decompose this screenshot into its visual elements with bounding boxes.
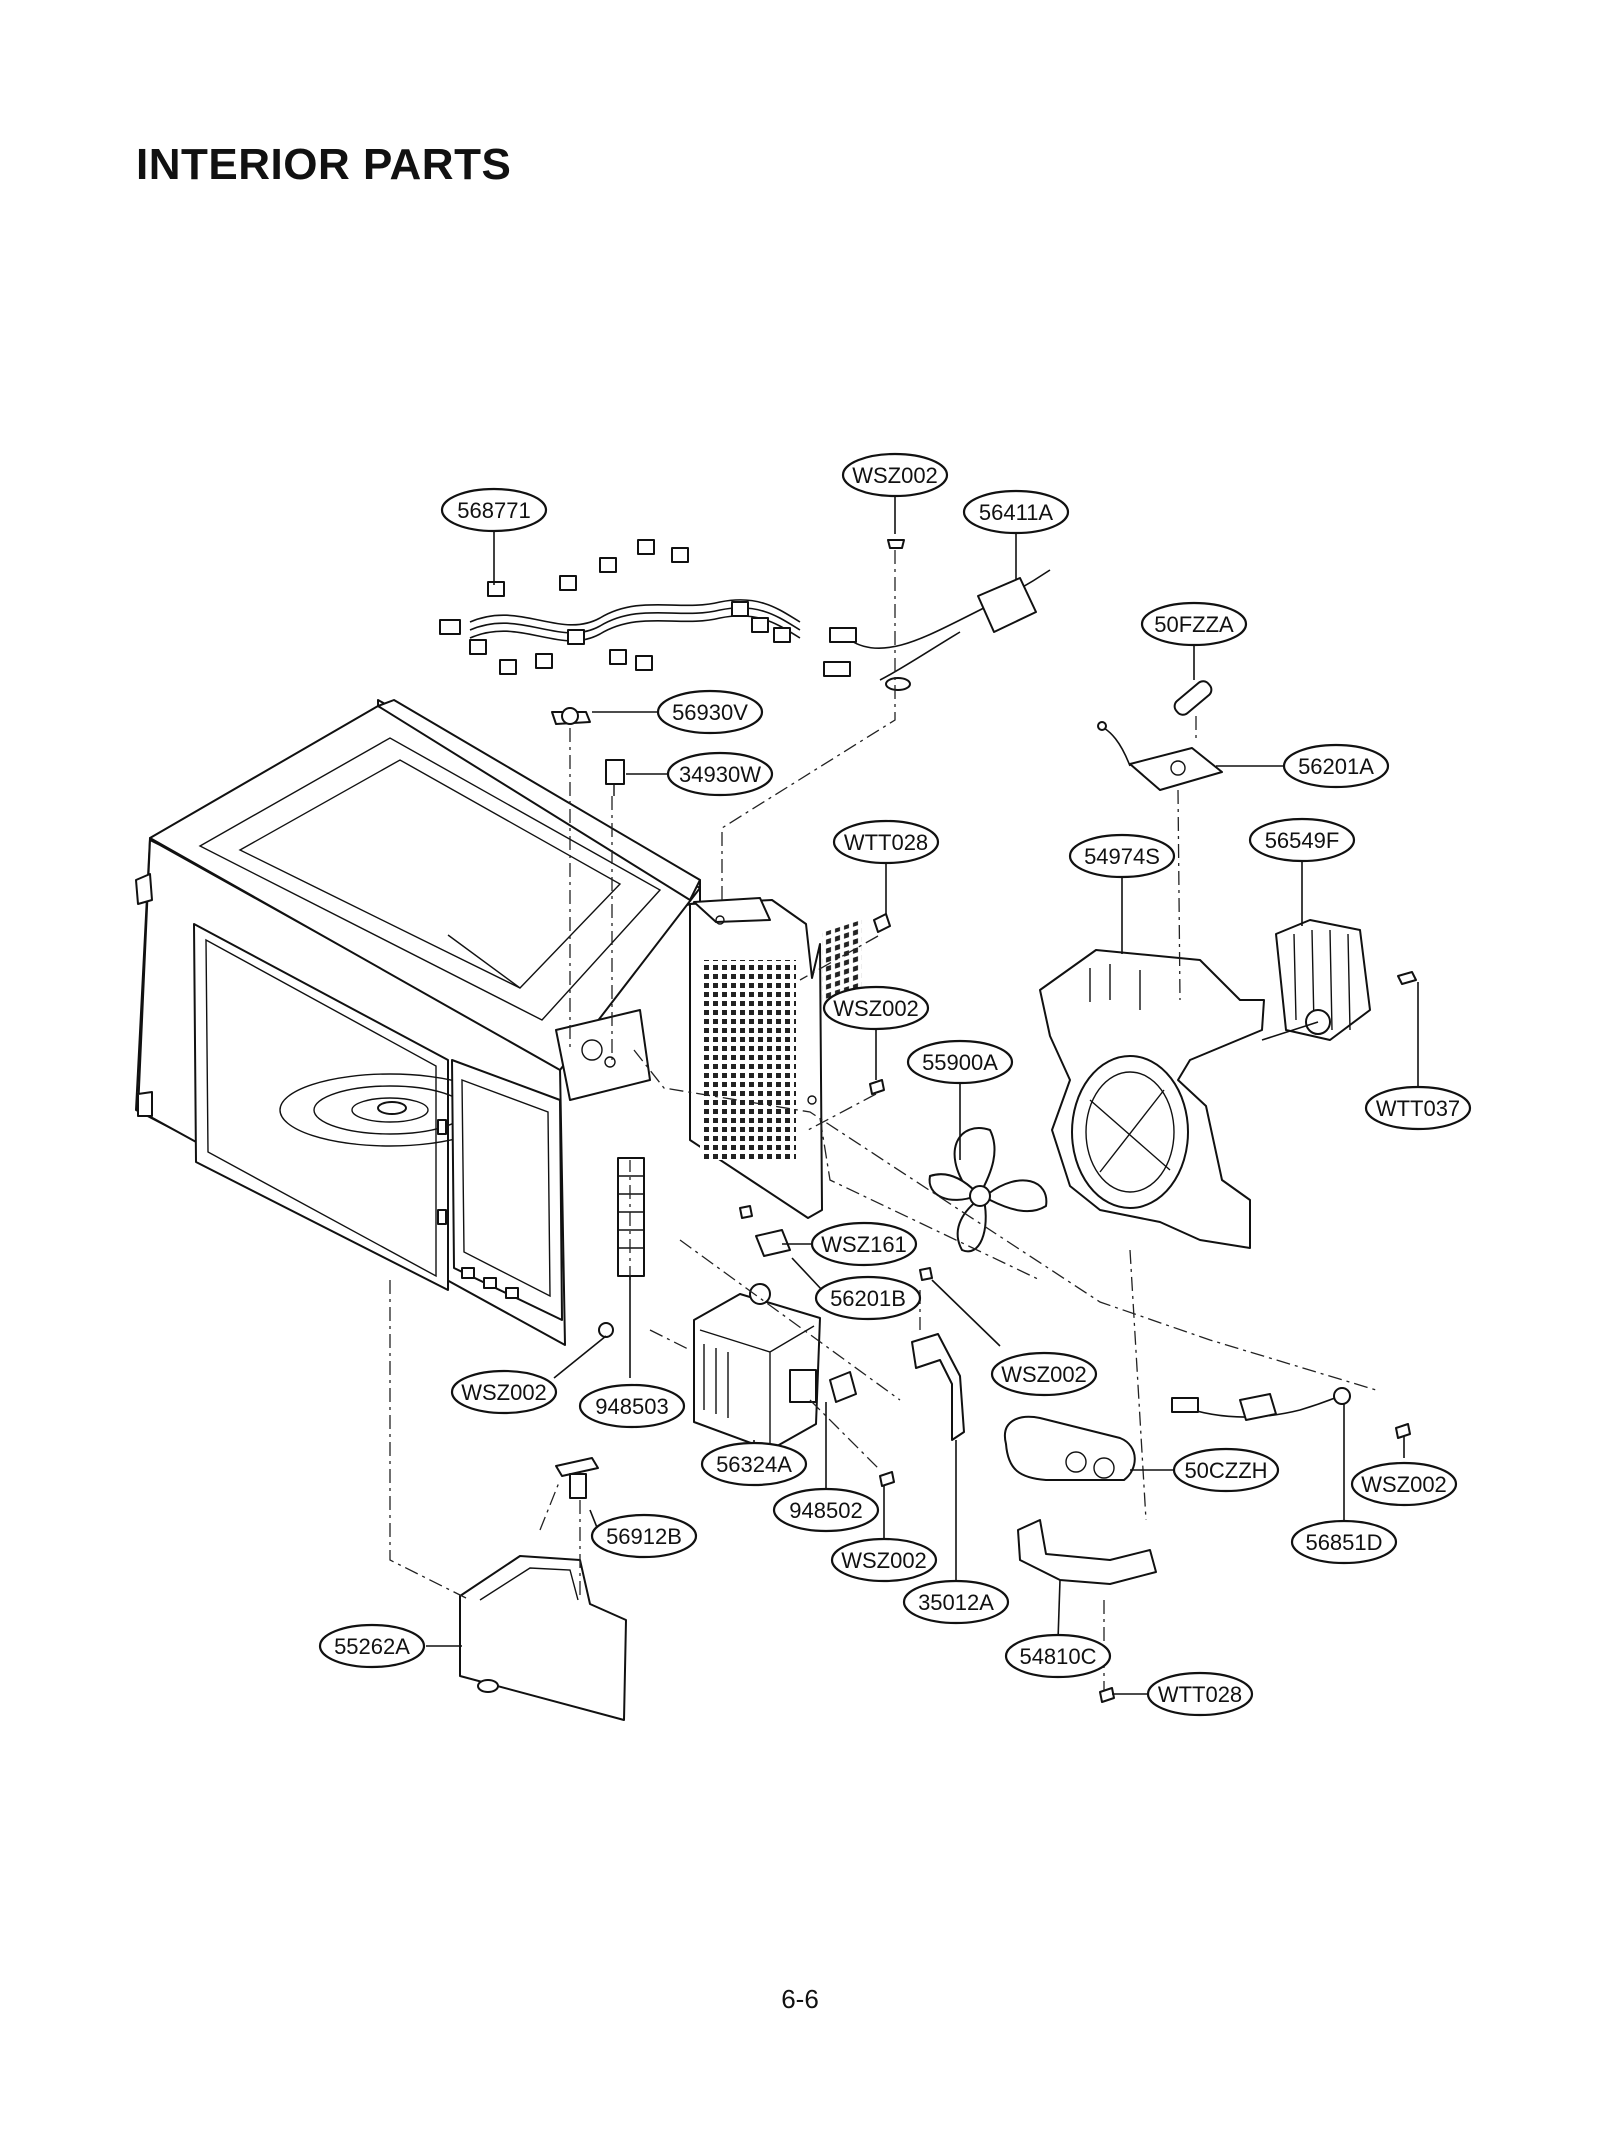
power-cord: [823, 569, 1051, 691]
callout-label: WTT028: [1158, 1682, 1242, 1707]
callout-948502: 948502: [772, 1487, 880, 1533]
fuse-34930W: [605, 759, 625, 796]
callout-56912B: 56912B: [590, 1513, 698, 1559]
callout-label: 56324A: [716, 1452, 792, 1477]
callout-label: WSZ161: [821, 1232, 907, 1257]
callout-WSZ002-far-right: WSZ002: [1350, 1461, 1458, 1507]
fan-motor: [1261, 919, 1417, 1041]
callout-label: WTT028: [844, 830, 928, 855]
callout-54810C: 54810C: [1004, 1633, 1112, 1679]
callout-WSZ002-mid: WSZ002: [822, 985, 930, 1031]
callout-label: 55262A: [334, 1634, 410, 1659]
capacitor-bracket: [1017, 1519, 1157, 1585]
callout-56930V: 56930V: [656, 689, 764, 735]
fuse-50FZZA: [1173, 680, 1213, 716]
screws: [739, 539, 1411, 1703]
callout-label: 50FZZA: [1154, 612, 1234, 637]
callout-label: WSZ002: [841, 1548, 927, 1573]
callout-label: WSZ002: [461, 1380, 547, 1405]
callout-56851D: 56851D: [1290, 1519, 1398, 1565]
callout-label: WSZ002: [1361, 1472, 1447, 1497]
callout-WSZ002-top: WSZ002: [841, 452, 949, 498]
hv-transformer: [459, 1555, 627, 1721]
callout-55262A: 55262A: [318, 1623, 426, 1669]
back-vent-panel: [689, 897, 823, 1219]
hv-diode: [1171, 1387, 1351, 1421]
callout-label: 568771: [457, 498, 530, 523]
callout-WTT028-upper: WTT028: [832, 819, 940, 865]
callout-35012A: 35012A: [902, 1579, 1010, 1625]
callout-WTT028-bottom: WTT028: [1146, 1671, 1254, 1717]
page-number: 6-6: [781, 1984, 819, 2014]
callout-WTT037: WTT037: [1364, 1085, 1472, 1131]
assembly-lines: [389, 550, 1377, 1690]
leader-lines: [426, 495, 1419, 1695]
switch-56912B: [555, 1457, 599, 1499]
callout-label: WSZ002: [852, 463, 938, 488]
callout-34930W: 34930W: [666, 751, 774, 797]
callout-948503: 948503: [578, 1383, 686, 1429]
hv-capacitor: [1003, 1415, 1136, 1481]
callout-56549F: 56549F: [1248, 817, 1356, 863]
fan-duct: [1039, 949, 1265, 1249]
wire-harness: [439, 539, 801, 675]
callout-label: 56851D: [1305, 1530, 1382, 1555]
noise-filter-strip: [617, 1157, 645, 1277]
callout-label: 56912B: [606, 1524, 682, 1549]
fuse-block-948502: [829, 1371, 857, 1403]
page-title: INTERIOR PARTS: [136, 140, 512, 189]
callout-label: 54974S: [1084, 844, 1160, 869]
callout-WSZ002-right-mid: WSZ002: [990, 1351, 1098, 1397]
callout-label: WSZ002: [1001, 1362, 1087, 1387]
terminal-block-56201B: [755, 1229, 791, 1257]
callout-label: 948503: [595, 1394, 668, 1419]
callout-568771: 568771: [440, 487, 548, 533]
callout-50FZZA: 50FZZA: [1140, 601, 1248, 647]
callout-56324A: 56324A: [700, 1441, 808, 1487]
callout-label: 50CZZH: [1184, 1458, 1267, 1483]
oven-cavity: [135, 699, 862, 1346]
callout-label: 56930V: [672, 700, 748, 725]
callout-label: WTT037: [1376, 1096, 1460, 1121]
callout-WSZ002-bottom: WSZ002: [830, 1537, 938, 1583]
callout-WSZ161: WSZ161: [810, 1221, 918, 1267]
noise-filter-board-56201A: [1097, 721, 1223, 791]
callout-label: 56411A: [979, 500, 1054, 525]
callout-56411A: 56411A: [962, 489, 1070, 535]
callout-label: 54810C: [1019, 1644, 1096, 1669]
callout-56201B: 56201B: [814, 1275, 922, 1321]
callout-label: 55900A: [922, 1050, 998, 1075]
callout-label: 34930W: [679, 762, 761, 787]
callout-label: 35012A: [918, 1590, 994, 1615]
callout-label: 56549F: [1265, 828, 1340, 853]
callout-50CZZH: 50CZZH: [1172, 1447, 1280, 1493]
callout-55900A: 55900A: [906, 1039, 1014, 1085]
callout-56201A: 56201A: [1282, 743, 1390, 789]
thermostat-56930V: [551, 707, 591, 725]
magnetron: [693, 1283, 821, 1451]
callout-WSZ002-left: WSZ002: [450, 1369, 558, 1415]
callout-label: WSZ002: [833, 996, 919, 1021]
callout-label: 56201A: [1298, 754, 1374, 779]
bracket-35012A: [911, 1333, 965, 1441]
callout-label: 56201B: [830, 1286, 906, 1311]
fan-blade: [928, 1127, 1048, 1253]
callout-54974S: 54974S: [1068, 833, 1176, 879]
callout-label: 948502: [789, 1498, 862, 1523]
